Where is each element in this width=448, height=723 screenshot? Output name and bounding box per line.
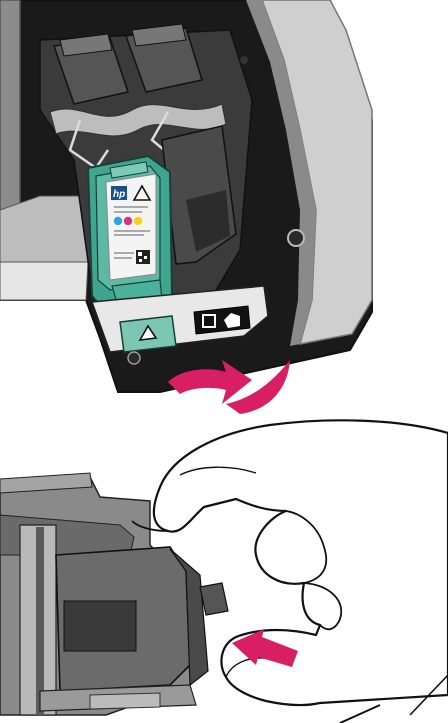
casing-screw <box>288 230 304 246</box>
carriage-scene: hp <box>0 0 448 415</box>
base-slot <box>90 693 160 709</box>
interior-slot <box>36 527 44 715</box>
cartridge-window <box>64 601 136 651</box>
label-line <box>114 252 134 254</box>
label-line <box>114 206 148 208</box>
label-line <box>114 230 150 232</box>
lip-face <box>0 262 88 300</box>
label-line <box>114 211 142 213</box>
bottom-screw <box>128 352 140 364</box>
cartridge-push-illustration <box>0 415 448 723</box>
ink-dot-cyan <box>114 217 122 225</box>
ink-dot-magenta <box>124 217 132 225</box>
lip-ledge <box>0 196 88 262</box>
ink-dot-yellow <box>134 217 142 225</box>
casing-pin <box>240 56 248 64</box>
push-scene <box>0 415 448 723</box>
tri-color-cartridge: hp <box>88 156 172 314</box>
label-line <box>114 234 144 236</box>
label-line <box>114 257 132 259</box>
hp-logo-text: hp <box>113 189 125 200</box>
carriage-install-illustration: hp <box>0 0 448 415</box>
